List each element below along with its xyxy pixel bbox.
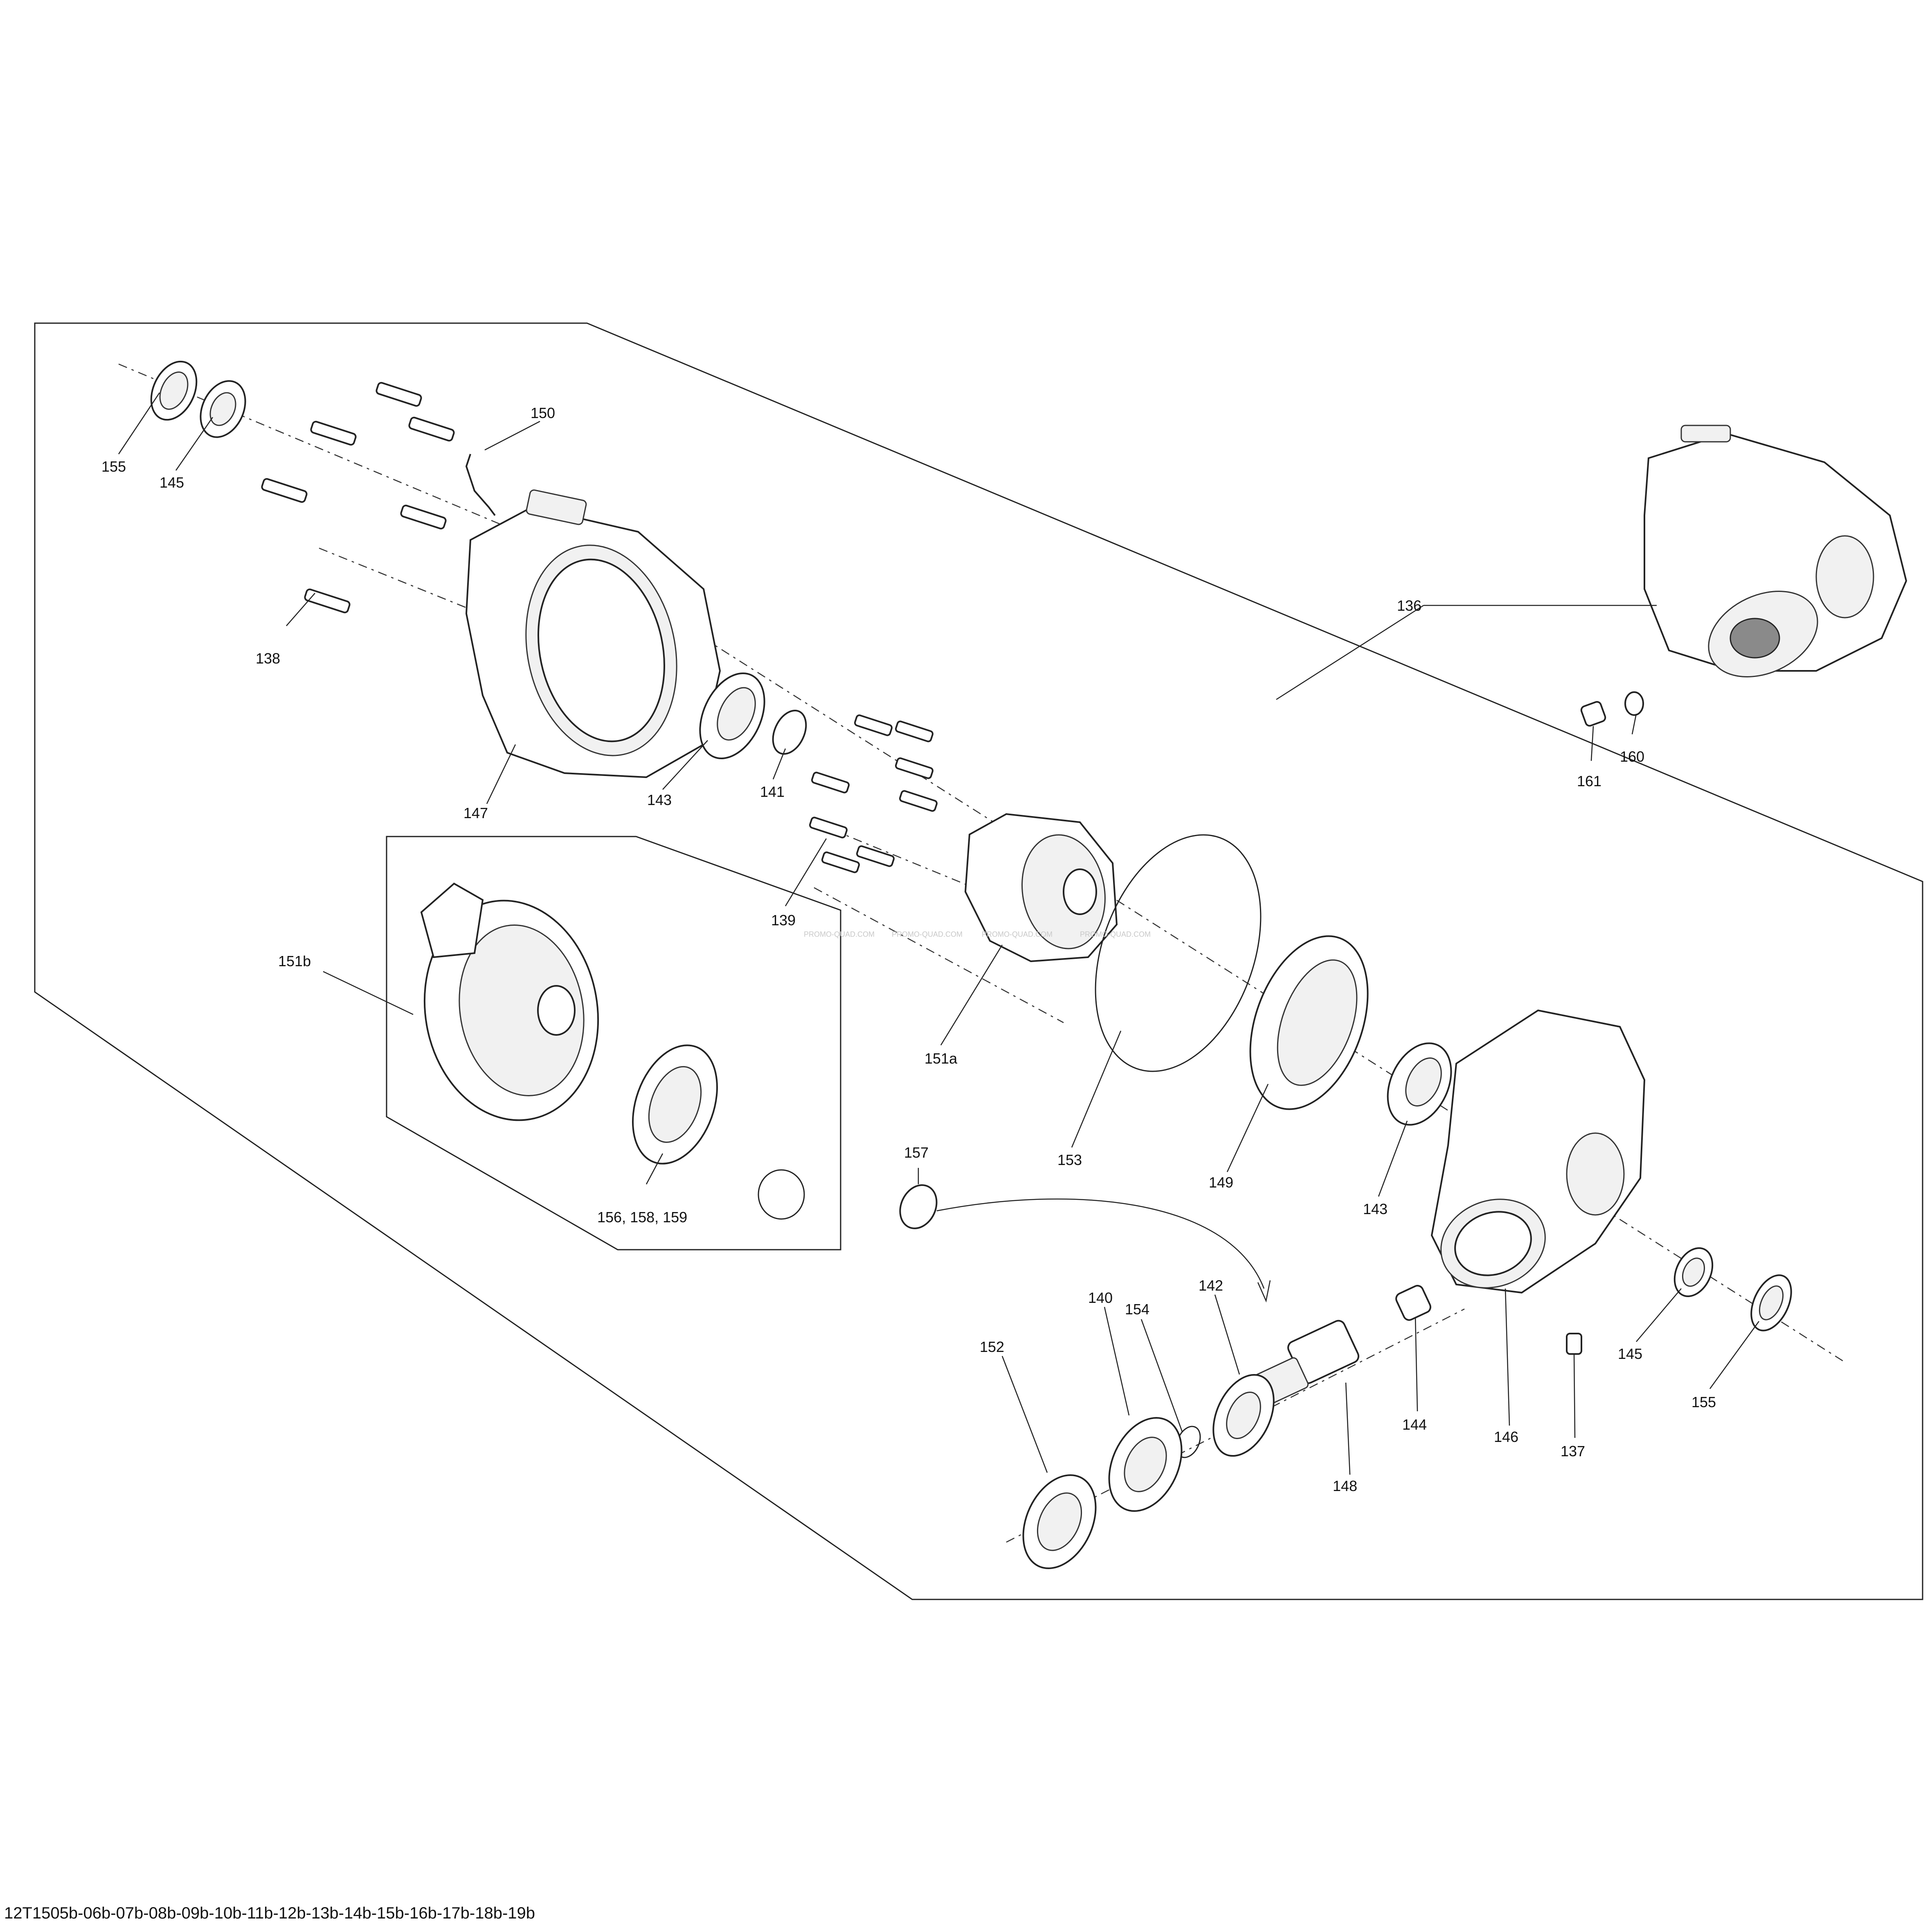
bearing-143-lower	[1387, 1042, 1452, 1126]
shim-156-158-159	[632, 1044, 718, 1165]
oil-seal-155-right	[1750, 1274, 1792, 1331]
label-160: 160	[1620, 748, 1644, 765]
label-145-right: 145	[1618, 1345, 1642, 1362]
drawing-code: 12T1505b-06b-07b-08b-09b-10b-11b-12b-13b…	[4, 1904, 535, 1922]
label-143-upper: 143	[647, 792, 672, 808]
label-138: 138	[256, 650, 280, 667]
differential-151b	[420, 882, 599, 1121]
label-161: 161	[1577, 773, 1601, 789]
shim-157	[899, 1184, 938, 1229]
circlip-141	[772, 710, 807, 755]
leader-lines	[118, 392, 1760, 1475]
o-ring-153	[1095, 834, 1262, 1072]
label-151b: 151b	[278, 953, 311, 969]
nut-140	[1108, 1417, 1183, 1512]
assembly-136	[1644, 425, 1907, 677]
bearing-143-upper	[699, 672, 765, 759]
oil-seal-155-top	[150, 360, 198, 421]
label-157: 157	[904, 1144, 929, 1161]
label-144: 144	[1402, 1416, 1427, 1433]
housing-147	[465, 489, 721, 778]
label-155-right: 155	[1691, 1394, 1716, 1410]
watermark-4: PROMO-QUAD.COM	[1080, 930, 1151, 938]
label-136: 136	[1397, 597, 1421, 614]
needle-bearing-144	[1395, 1285, 1431, 1321]
bearing-142	[1212, 1374, 1275, 1457]
arc-arrowhead	[1257, 1280, 1271, 1303]
label-155-top: 155	[101, 458, 126, 475]
bearing-145-right	[1673, 1247, 1714, 1297]
label-147: 147	[463, 805, 488, 821]
label-154: 154	[1125, 1301, 1149, 1318]
assembly-axes	[118, 363, 1845, 1543]
circlip-inset	[758, 1169, 805, 1220]
shim-routing-arc	[936, 1198, 1265, 1289]
label-148: 148	[1333, 1478, 1357, 1494]
callout-labels: 155 145 150 138 147 143 141 139 151a 153…	[101, 405, 1716, 1494]
housing-146	[1430, 1009, 1646, 1294]
label-142: 142	[1199, 1277, 1223, 1294]
bearing-145-top	[200, 380, 246, 438]
label-143-lower: 143	[1363, 1201, 1388, 1217]
label-156-158-159: 156, 158, 159	[597, 1209, 687, 1226]
inset-frame-151b	[386, 836, 841, 1251]
drain-plug-137	[1566, 1333, 1582, 1355]
label-150: 150	[531, 405, 555, 421]
watermark-3: PROMO-QUAD.COM	[982, 930, 1053, 938]
breather-tube-150	[465, 454, 496, 516]
label-140: 140	[1088, 1289, 1113, 1306]
diagram-frame	[34, 322, 1923, 1600]
label-141: 141	[760, 783, 785, 800]
label-151a: 151a	[924, 1050, 958, 1067]
washer-160	[1624, 691, 1644, 716]
label-152: 152	[980, 1338, 1004, 1355]
differential-151a	[964, 813, 1118, 963]
watermark-2: PROMO-QUAD.COM	[892, 930, 963, 938]
label-146: 146	[1494, 1428, 1518, 1445]
seal-152	[1022, 1474, 1097, 1569]
label-153: 153	[1057, 1152, 1082, 1168]
label-139: 139	[771, 912, 796, 929]
label-137: 137	[1561, 1443, 1585, 1460]
label-145-top: 145	[160, 474, 184, 491]
label-149: 149	[1209, 1174, 1233, 1191]
bolts-139	[809, 714, 938, 873]
watermark-1: PROMO-QUAD.COM	[804, 930, 875, 938]
bolt-161	[1580, 701, 1606, 727]
bolts-138	[261, 382, 455, 614]
ring-gear-149	[1249, 935, 1369, 1110]
